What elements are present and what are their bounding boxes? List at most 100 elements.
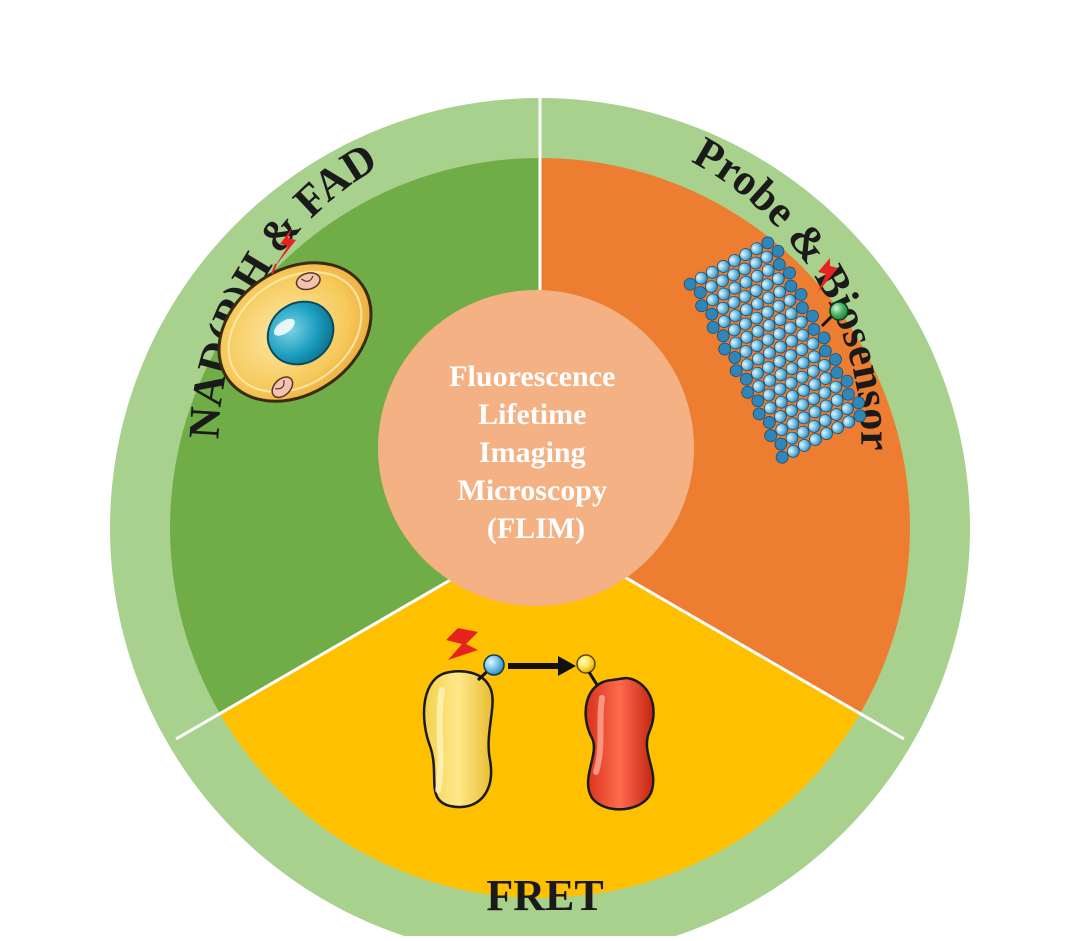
center-line-5: (FLIM) — [487, 512, 585, 545]
nanotube-atom — [784, 307, 798, 321]
nanotube-atom — [762, 291, 776, 305]
nanotube-atom — [795, 343, 809, 357]
nanotube-atom — [706, 293, 720, 307]
nanotube-atom — [729, 336, 743, 350]
nanotube-atom — [785, 404, 798, 418]
nanotube-atom — [763, 401, 777, 415]
nanotube-atom — [797, 411, 811, 425]
nanotube-atom — [774, 340, 787, 354]
nanotube-atom — [740, 358, 754, 372]
lightning-icon — [818, 258, 838, 292]
nanotube-atom — [774, 395, 788, 409]
nanotube-atom — [739, 345, 753, 358]
nanotube-atom — [841, 387, 855, 401]
nanotube-atom — [728, 323, 741, 337]
nanotube-atom — [761, 263, 775, 277]
nanotube-atom — [785, 362, 799, 376]
nanotube-atom — [716, 329, 730, 343]
nanotube-atom — [808, 405, 822, 419]
nanotube-atom — [841, 402, 854, 416]
nanotube-atom — [807, 350, 821, 364]
nanotube-atom — [773, 285, 787, 299]
nanotube-atom — [786, 389, 799, 403]
label-fret: FRET — [486, 871, 603, 920]
nanotube-atom — [797, 439, 811, 452]
nanotube-atom — [740, 303, 753, 317]
nanotube-atom — [750, 339, 764, 353]
center-circle — [378, 290, 694, 606]
nanotube-atom — [807, 322, 821, 336]
nanotube-atom — [717, 315, 731, 328]
nanotube-atom — [818, 414, 832, 427]
excitation-line — [271, 263, 277, 275]
nanotube-atom — [739, 275, 753, 289]
nanotube-atom — [728, 309, 742, 323]
nanotube-atom — [818, 344, 832, 358]
donor-protein-icon — [422, 670, 494, 809]
nanotube-atom — [796, 398, 810, 412]
nanotube-atom — [729, 364, 743, 378]
nanotube-atom — [717, 260, 730, 273]
nanotube-atom — [794, 315, 808, 329]
nanotube-atom — [829, 353, 842, 366]
nanotube-atom — [773, 355, 787, 368]
nanotube-atom — [783, 321, 797, 335]
center-title: Fluorescence Lifetime Imaging Microscopy… — [449, 360, 623, 545]
nanotube-atom — [749, 256, 763, 270]
nanotube-atom — [784, 279, 798, 293]
nanotube-atom — [773, 382, 787, 396]
nanotube-atom — [819, 399, 833, 413]
nanotube-atom — [772, 299, 786, 313]
nanotube-atom — [683, 277, 697, 291]
nanotube-atom — [774, 410, 787, 423]
nanotube-atom — [774, 368, 788, 381]
nanotube-atom — [751, 394, 765, 408]
segment-fret — [219, 528, 861, 898]
nanotube-atom — [705, 280, 718, 294]
nanotube-atom — [762, 319, 776, 332]
nanotube-atom — [783, 294, 797, 307]
nanotube-atom — [785, 334, 799, 348]
nanotube-atom — [739, 372, 753, 386]
nanotube-atom — [728, 351, 742, 364]
nanotube-atom — [806, 337, 820, 351]
nanotube-atom — [853, 409, 867, 423]
mitochondrion-top — [295, 272, 321, 291]
nanotube-atom — [695, 299, 709, 313]
nanotube-atom — [840, 374, 854, 388]
nanotube-atom — [717, 287, 731, 301]
nanotube-atom — [852, 396, 865, 410]
nanotube-atom — [750, 311, 763, 325]
nanotube-atom — [752, 407, 766, 421]
nanotube-atom — [773, 313, 787, 326]
nucleus — [266, 300, 335, 366]
nanotube-atom — [796, 356, 810, 370]
nanotube-atom — [774, 437, 788, 451]
nanotube-atom — [750, 242, 764, 256]
nanotube-atom — [751, 324, 765, 338]
nanotube-atom — [762, 416, 776, 429]
nanotube-atom — [818, 359, 831, 372]
nanotube-atom — [740, 330, 754, 344]
nanotube-atom — [829, 408, 843, 421]
nanotube-atom — [739, 248, 753, 261]
nanotube-atom — [771, 244, 785, 258]
nanotube-atom — [829, 380, 843, 394]
nanotube-atom — [761, 236, 775, 250]
nanotube-atom — [830, 393, 844, 407]
nanotube-atom — [819, 372, 833, 385]
nanotube-atom — [728, 281, 742, 295]
nanotube-atom — [830, 366, 844, 380]
nanotube-atom — [738, 262, 752, 276]
nanotube-atom — [764, 429, 778, 442]
nanotube-atom — [763, 346, 776, 360]
nanotube-atom — [752, 379, 766, 393]
center-line-1: Fluorescence — [449, 360, 615, 393]
nanotube-atom — [751, 352, 765, 366]
nanotube-atom — [786, 444, 800, 458]
nanotube-atom — [763, 374, 777, 387]
nanotube-atom — [706, 320, 720, 334]
cell-icon — [217, 261, 373, 403]
